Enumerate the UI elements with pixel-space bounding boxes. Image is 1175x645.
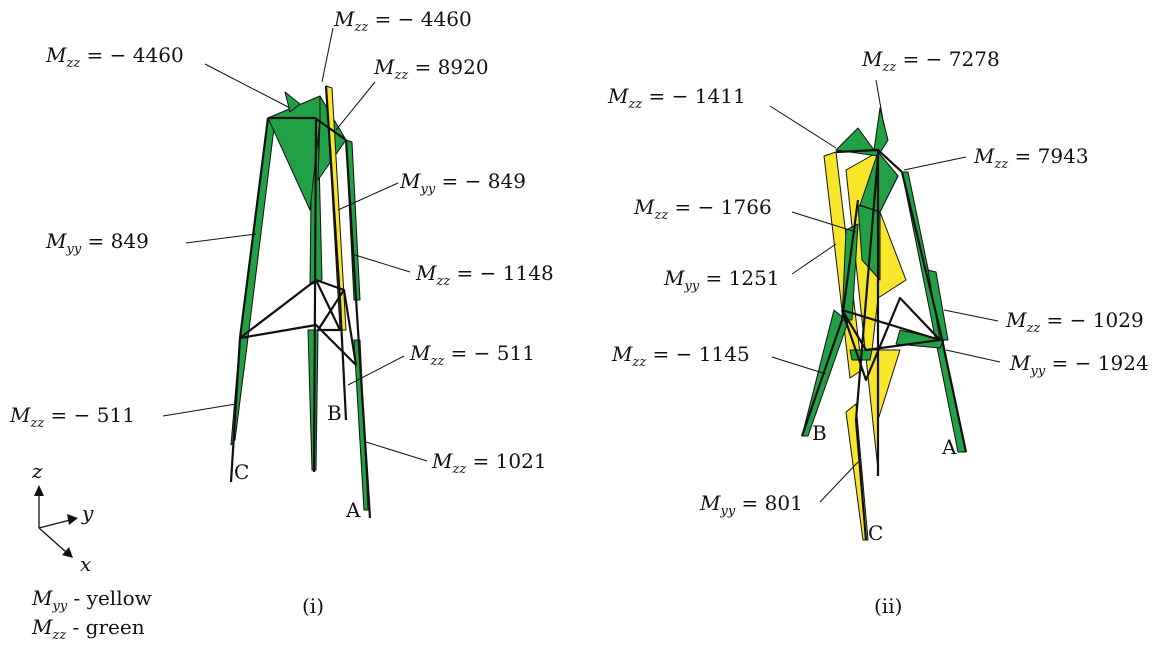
panel-i-annotation: Mzz = − 511 [409,341,535,369]
panel-ii-support-a: A [941,435,957,459]
y-axis-line [38,519,71,529]
legend-myy: Myy - yellow [31,586,152,614]
panel-ii-annotations: Mzz = − 7278 Mzz = − 1411 Mzz = 7943 Mzz… [607,47,1149,519]
panel-i-leaders [162,27,428,462]
panel-ii-support-b: B [812,421,827,445]
panel-ii-structure [800,107,968,541]
panel-i-annotation: Myy = − 849 [399,169,526,197]
panel-i-bracing-cross [315,279,345,332]
panel-i-leader [365,441,428,462]
panel-i-support-a: A [345,498,361,522]
panel-ii-leader [771,356,827,375]
panel-ii-bracing [841,308,942,352]
panel-ii-bracing-cross [840,296,941,382]
panel-ii-leader [875,79,885,127]
legend-mzz: Mzz - green [31,615,145,643]
panel-i-leader [347,355,405,386]
panel-i-structure [229,85,372,519]
panel-i-top-frame [268,116,347,141]
panel-ii-leader [769,105,837,149]
z-axis-arrow-icon [34,485,44,496]
panel-ii-leader [819,461,859,503]
panel-ii-annotation: Mzz = − 1766 [633,195,772,223]
legend: Myy - yellow Mzz - green [31,586,152,643]
panel-i-leader [185,233,257,244]
panel-ii-support-c: C [868,521,883,545]
panel-i-annotation: Mzz = − 4460 [45,43,184,71]
panel-i-leg-b-line [324,85,348,421]
panel-i-leader [335,81,376,131]
panel-ii-leader [791,243,837,275]
panel-i-support-c: C [234,460,249,484]
panel-i-annotation: Mzz = − 511 [9,403,135,431]
panel-i-leader [351,253,411,273]
x-axis-line [38,527,67,553]
panel-i-leg-a-line [344,139,372,519]
panel-i-leader [204,63,291,109]
y-axis-arrow-icon [67,514,78,525]
panel-ii-leader [903,156,967,171]
panel-ii-top-mzz [835,107,889,157]
panel-i-annotation: Mzz = − 1148 [415,261,554,289]
y-axis-label: y [81,501,94,525]
panel-ii-annotation: Mzz = − 1029 [1005,308,1144,336]
panel-i-support-b: B [327,401,342,425]
panel-i-leader [162,403,237,417]
panel-ii-annotation: Mzz = 7943 [973,144,1089,172]
panel-ii-annotation: Myy = − 1924 [1009,351,1149,379]
panel-ii-leader [791,211,857,233]
panel-i-annotation: Mzz = 1021 [431,449,547,477]
panel-i-caption: (i) [302,594,324,618]
panel-i-center-lower-mzz [307,329,319,471]
panel-ii-annotation: Myy = 1251 [663,266,780,294]
panel-i-leader [337,182,399,211]
panel-i-annotation: Myy = 849 [45,229,149,257]
panel-ii-annotation: Mzz = − 1411 [607,84,746,112]
panel-ii-leader [943,309,999,322]
panel-ii-top-frame [835,148,903,173]
panel-i-top-mzz-left [267,95,321,211]
panel-ii-leader [945,349,1001,363]
z-axis-label: z [31,459,43,483]
panel-i-annotations: Mzz = − 4460 Mzz = − 4460 Mzz = 8920 Myy… [9,7,554,477]
panel-i-annotation: Mzz = − 4460 [333,7,472,35]
panel-i-annotation: Mzz = 8920 [373,55,489,83]
panel-ii-leg-a-line [900,171,968,453]
panel-i-center-leg [312,119,318,473]
panel-ii-leg-c-line [854,155,880,541]
panel-ii-annotation: Mzz = − 1145 [611,342,750,370]
panel-ii-leg-b-line [800,199,860,437]
panel-ii-caption: (ii) [874,594,902,618]
panel-ii-annotation: Mzz = − 7278 [861,47,1000,75]
panel-ii-annotation: Myy = 801 [699,491,803,519]
panel-ii-leaders [769,79,1001,503]
x-axis-arrow-icon [62,547,73,558]
panel-i-leader [321,27,334,83]
axis-triad: z y x [31,459,94,576]
panel-i-bracing [239,278,358,367]
x-axis-label: x [80,552,91,576]
